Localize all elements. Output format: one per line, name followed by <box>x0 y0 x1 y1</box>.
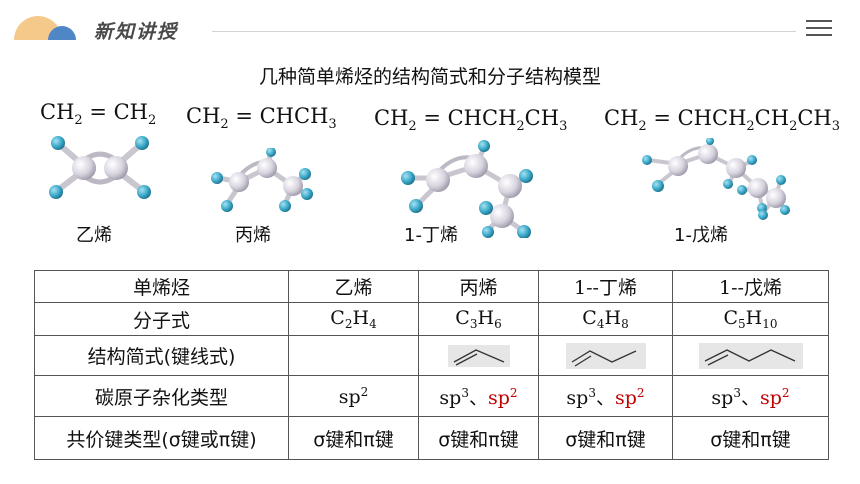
table-row: 共价键类型(σ键或π键) σ键和π键 σ键和π键 σ键和π键 σ键和π键 <box>34 416 829 460</box>
1-butene-model <box>401 140 533 238</box>
name-1-butene: 1-丁烯 <box>404 225 458 246</box>
skeletal-cell <box>672 335 829 376</box>
hybridization-cell: sp3、sp2 <box>672 375 829 417</box>
propene-model <box>211 148 313 212</box>
header-1-butene: 1--丁烯 <box>538 270 673 303</box>
hybridization-table: 单烯烃 乙烯 丙烯 1--丁烯 1--戊烯 分子式 C2H4 C3H6 C4H8… <box>34 270 829 460</box>
1-pentene-model <box>642 138 790 220</box>
ethene-model <box>49 136 151 199</box>
skeletal-cell <box>418 335 539 376</box>
bond-type-cell: σ键和π键 <box>672 416 829 460</box>
bond-type-cell: σ键和π键 <box>418 416 539 460</box>
header-divider <box>212 31 796 32</box>
formula-ethene: CH2 = CH2 <box>40 100 157 128</box>
formula-cell: C2H4 <box>288 302 419 336</box>
header-ethene: 乙烯 <box>288 270 419 303</box>
table-row: 结构简式(键线式) <box>34 335 829 376</box>
skeletal-cell <box>538 335 673 376</box>
name-ethene: 乙烯 <box>76 225 112 246</box>
row-label-bond-type: 共价键类型(σ键或π键) <box>34 416 289 460</box>
formula-cell: C4H8 <box>538 302 673 336</box>
1-butene-skeletal-icon <box>565 342 646 369</box>
page-title: 几种简单烯烃的结构简式和分子结构模型 <box>258 66 601 88</box>
table-row: 碳原子杂化类型 sp2 sp3、sp2 sp3、sp2 sp3、sp2 <box>34 375 829 417</box>
formula-1-pentene: CH2 = CHCH2CH2CH3 <box>604 106 841 134</box>
header-alkene: 单烯烃 <box>34 270 289 303</box>
table-row: 单烯烃 乙烯 丙烯 1--丁烯 1--戊烯 <box>34 270 829 303</box>
name-propene: 丙烯 <box>235 225 271 246</box>
name-1-pentene: 1-戊烯 <box>674 225 728 246</box>
formula-cell: C3H6 <box>418 302 539 336</box>
1-pentene-skeletal-icon <box>698 342 803 369</box>
hybridization-cell: sp3、sp2 <box>538 375 673 417</box>
table-row: 分子式 C2H4 C3H6 C4H8 C5H10 <box>34 302 829 336</box>
propene-skeletal-icon <box>447 344 510 367</box>
formula-propene: CH2 = CHCH3 <box>186 104 337 132</box>
header-title: 新知讲授 <box>94 21 179 43</box>
header-1-pentene: 1--戊烯 <box>672 270 829 303</box>
logo-icon <box>14 16 76 40</box>
row-label-formula: 分子式 <box>34 302 289 336</box>
bond-type-cell: σ键和π键 <box>538 416 673 460</box>
row-label-hybridization: 碳原子杂化类型 <box>34 375 289 417</box>
hamburger-menu-icon[interactable] <box>806 20 832 40</box>
formula-1-butene: CH2 = CHCH2CH3 <box>374 106 568 134</box>
hybridization-cell: sp3、sp2 <box>418 375 539 417</box>
header-propene: 丙烯 <box>418 270 539 303</box>
row-label-skeletal: 结构简式(键线式) <box>34 335 289 376</box>
bond-type-cell: σ键和π键 <box>288 416 419 460</box>
formula-cell: C5H10 <box>672 302 829 336</box>
skeletal-cell-empty <box>288 335 419 376</box>
hybridization-cell: sp2 <box>288 375 419 417</box>
